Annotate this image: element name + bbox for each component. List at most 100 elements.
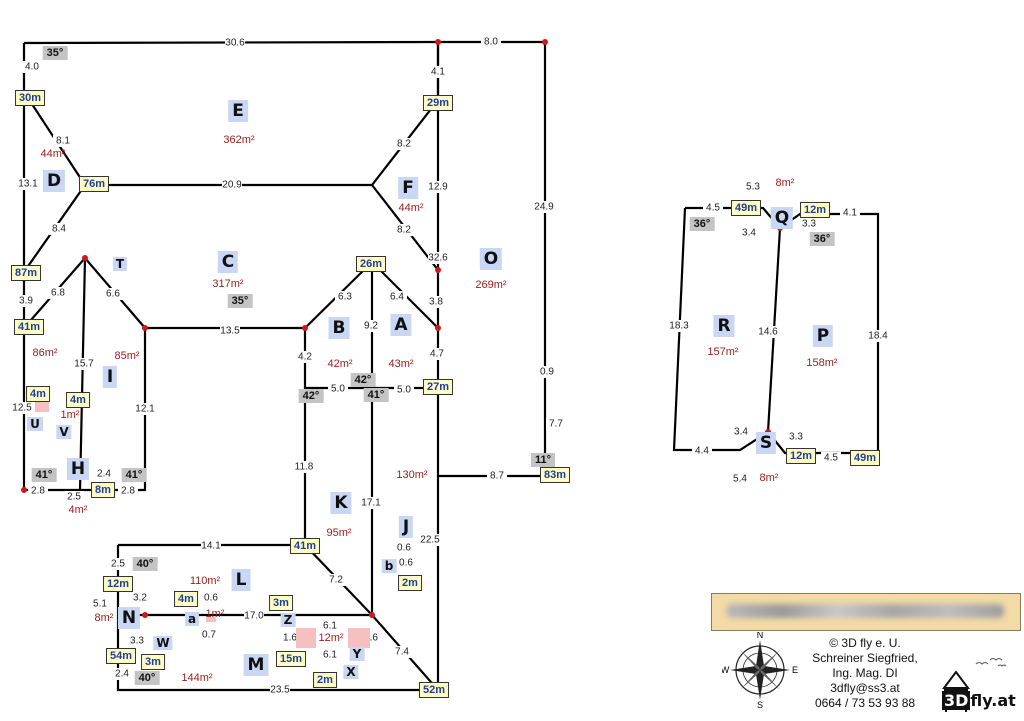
height-tag: 2m bbox=[398, 575, 422, 591]
credit-line: © 3D fly e. U. bbox=[829, 636, 901, 650]
credits-block: © 3D fly e. U. Schreiner Siegfried, Ing.… bbox=[800, 636, 930, 711]
pitch-angle-tag: 40° bbox=[132, 557, 158, 571]
length-label-bg bbox=[426, 296, 446, 308]
length-label-bg bbox=[427, 348, 447, 360]
length-label: 0.9 bbox=[540, 367, 554, 378]
pitch-angle-tag: 41° bbox=[363, 388, 389, 402]
length-label-bg bbox=[328, 383, 348, 395]
length-label-bg bbox=[64, 491, 84, 503]
length-label: 2.4 bbox=[115, 669, 129, 680]
length-label-bg bbox=[361, 497, 381, 509]
compass-e: E bbox=[792, 665, 798, 675]
length-label-bg bbox=[420, 534, 440, 546]
length-label: 3.3 bbox=[130, 636, 144, 647]
length-label: 5.4 bbox=[733, 474, 747, 485]
area-label: 130m² bbox=[396, 469, 428, 481]
length-label: 4.0 bbox=[25, 62, 39, 73]
length-label: 8.2 bbox=[397, 225, 411, 236]
room-label-H: H bbox=[66, 458, 90, 480]
length-label: 5.1 bbox=[93, 599, 107, 610]
length-label-bg bbox=[481, 36, 501, 48]
room-label-K: K bbox=[330, 492, 352, 514]
length-label-bg bbox=[222, 179, 242, 191]
length-label: 0.6 bbox=[397, 543, 411, 554]
length-label-bg bbox=[18, 178, 38, 190]
length-label: 4.7 bbox=[430, 349, 444, 360]
length-label-bg bbox=[201, 540, 221, 552]
length-label-bg bbox=[49, 223, 69, 235]
highlight-patch bbox=[206, 617, 216, 622]
length-label-bg bbox=[294, 461, 314, 473]
length-label: 5.0 bbox=[331, 384, 345, 395]
length-label: 4.1 bbox=[431, 67, 445, 78]
height-tag: 30m bbox=[14, 90, 46, 106]
length-label: 0.6 bbox=[204, 593, 218, 604]
length-label: 3.9 bbox=[19, 296, 33, 307]
length-label: 6.1 bbox=[323, 621, 337, 632]
height-tag: 2m bbox=[313, 672, 337, 688]
highlight-patch bbox=[348, 628, 370, 648]
length-label-bg bbox=[868, 330, 888, 342]
room-label-b: b bbox=[381, 559, 397, 573]
room-label-C: C bbox=[217, 251, 239, 273]
length-label: 2.5 bbox=[111, 559, 125, 570]
length-label: 23.5 bbox=[270, 685, 290, 696]
length-label-bg bbox=[90, 598, 110, 610]
height-tag: 12m bbox=[785, 448, 817, 464]
room-area-A: 43m² bbox=[388, 358, 414, 370]
room-label-M: M bbox=[243, 654, 269, 676]
redacted-address-box bbox=[711, 593, 1021, 631]
length-label-bg bbox=[48, 287, 68, 299]
length-label: 4.5 bbox=[706, 203, 720, 214]
length-label: 6.4 bbox=[390, 292, 404, 303]
length-label: 4.1 bbox=[843, 208, 857, 219]
room-label-Y: Y bbox=[349, 647, 365, 661]
length-label: 14.1 bbox=[201, 541, 221, 552]
height-tag: 41m bbox=[13, 319, 45, 335]
length-label: 2.8 bbox=[121, 486, 135, 497]
pitch-angle-tag: 42° bbox=[350, 373, 376, 387]
length-label: 3.3 bbox=[802, 219, 816, 230]
length-label-bg bbox=[537, 366, 557, 378]
length-label-bg bbox=[53, 135, 73, 147]
length-label-bg bbox=[16, 295, 36, 307]
room-label-W: W bbox=[153, 636, 173, 650]
highlight-patch bbox=[296, 628, 316, 648]
room-label-E: E bbox=[228, 100, 248, 122]
length-label: 6.3 bbox=[338, 292, 352, 303]
height-tag: 27m bbox=[422, 379, 454, 395]
height-tag: 83m bbox=[539, 467, 571, 483]
height-tag: 87m bbox=[10, 265, 42, 281]
length-label: 24.9 bbox=[534, 202, 554, 213]
length-label: 0.6 bbox=[399, 558, 413, 569]
length-label-bg bbox=[534, 201, 554, 213]
length-label-bg bbox=[12, 402, 32, 414]
length-label-bg bbox=[428, 66, 448, 78]
length-label: 8.1 bbox=[56, 136, 70, 147]
length-label-bg bbox=[387, 291, 407, 303]
room-area-L: 110m² bbox=[189, 575, 221, 587]
room-area-a: 1m² bbox=[205, 608, 225, 620]
length-label-bg bbox=[394, 542, 414, 554]
room-label-Q: Q bbox=[770, 207, 794, 229]
height-tag: 4m bbox=[66, 392, 90, 408]
height-tag: 4m bbox=[174, 591, 198, 607]
length-label-bg bbox=[280, 632, 300, 644]
room-area-F: 44m² bbox=[398, 202, 424, 214]
room-label-P: P bbox=[812, 325, 834, 347]
credit-line: 0664 / 73 53 93 88 bbox=[814, 696, 916, 710]
length-label-bg bbox=[225, 37, 245, 49]
length-label: 1.6 bbox=[364, 633, 378, 644]
height-tag: 54m bbox=[105, 648, 137, 664]
room-label-U: U bbox=[27, 417, 43, 431]
room-area-B: 42m² bbox=[327, 358, 353, 370]
room-area-C: 317m² bbox=[212, 278, 244, 290]
room-area-U: 1m² bbox=[60, 409, 80, 421]
length-label: 14.6 bbox=[758, 327, 778, 338]
length-label-bg bbox=[821, 452, 841, 464]
pitch-angle-tag: 41° bbox=[121, 468, 147, 482]
length-label-bg bbox=[103, 288, 123, 300]
room-area-K: 95m² bbox=[326, 527, 352, 539]
length-label: 8.4 bbox=[52, 224, 66, 235]
length-label: 13.1 bbox=[18, 179, 38, 190]
